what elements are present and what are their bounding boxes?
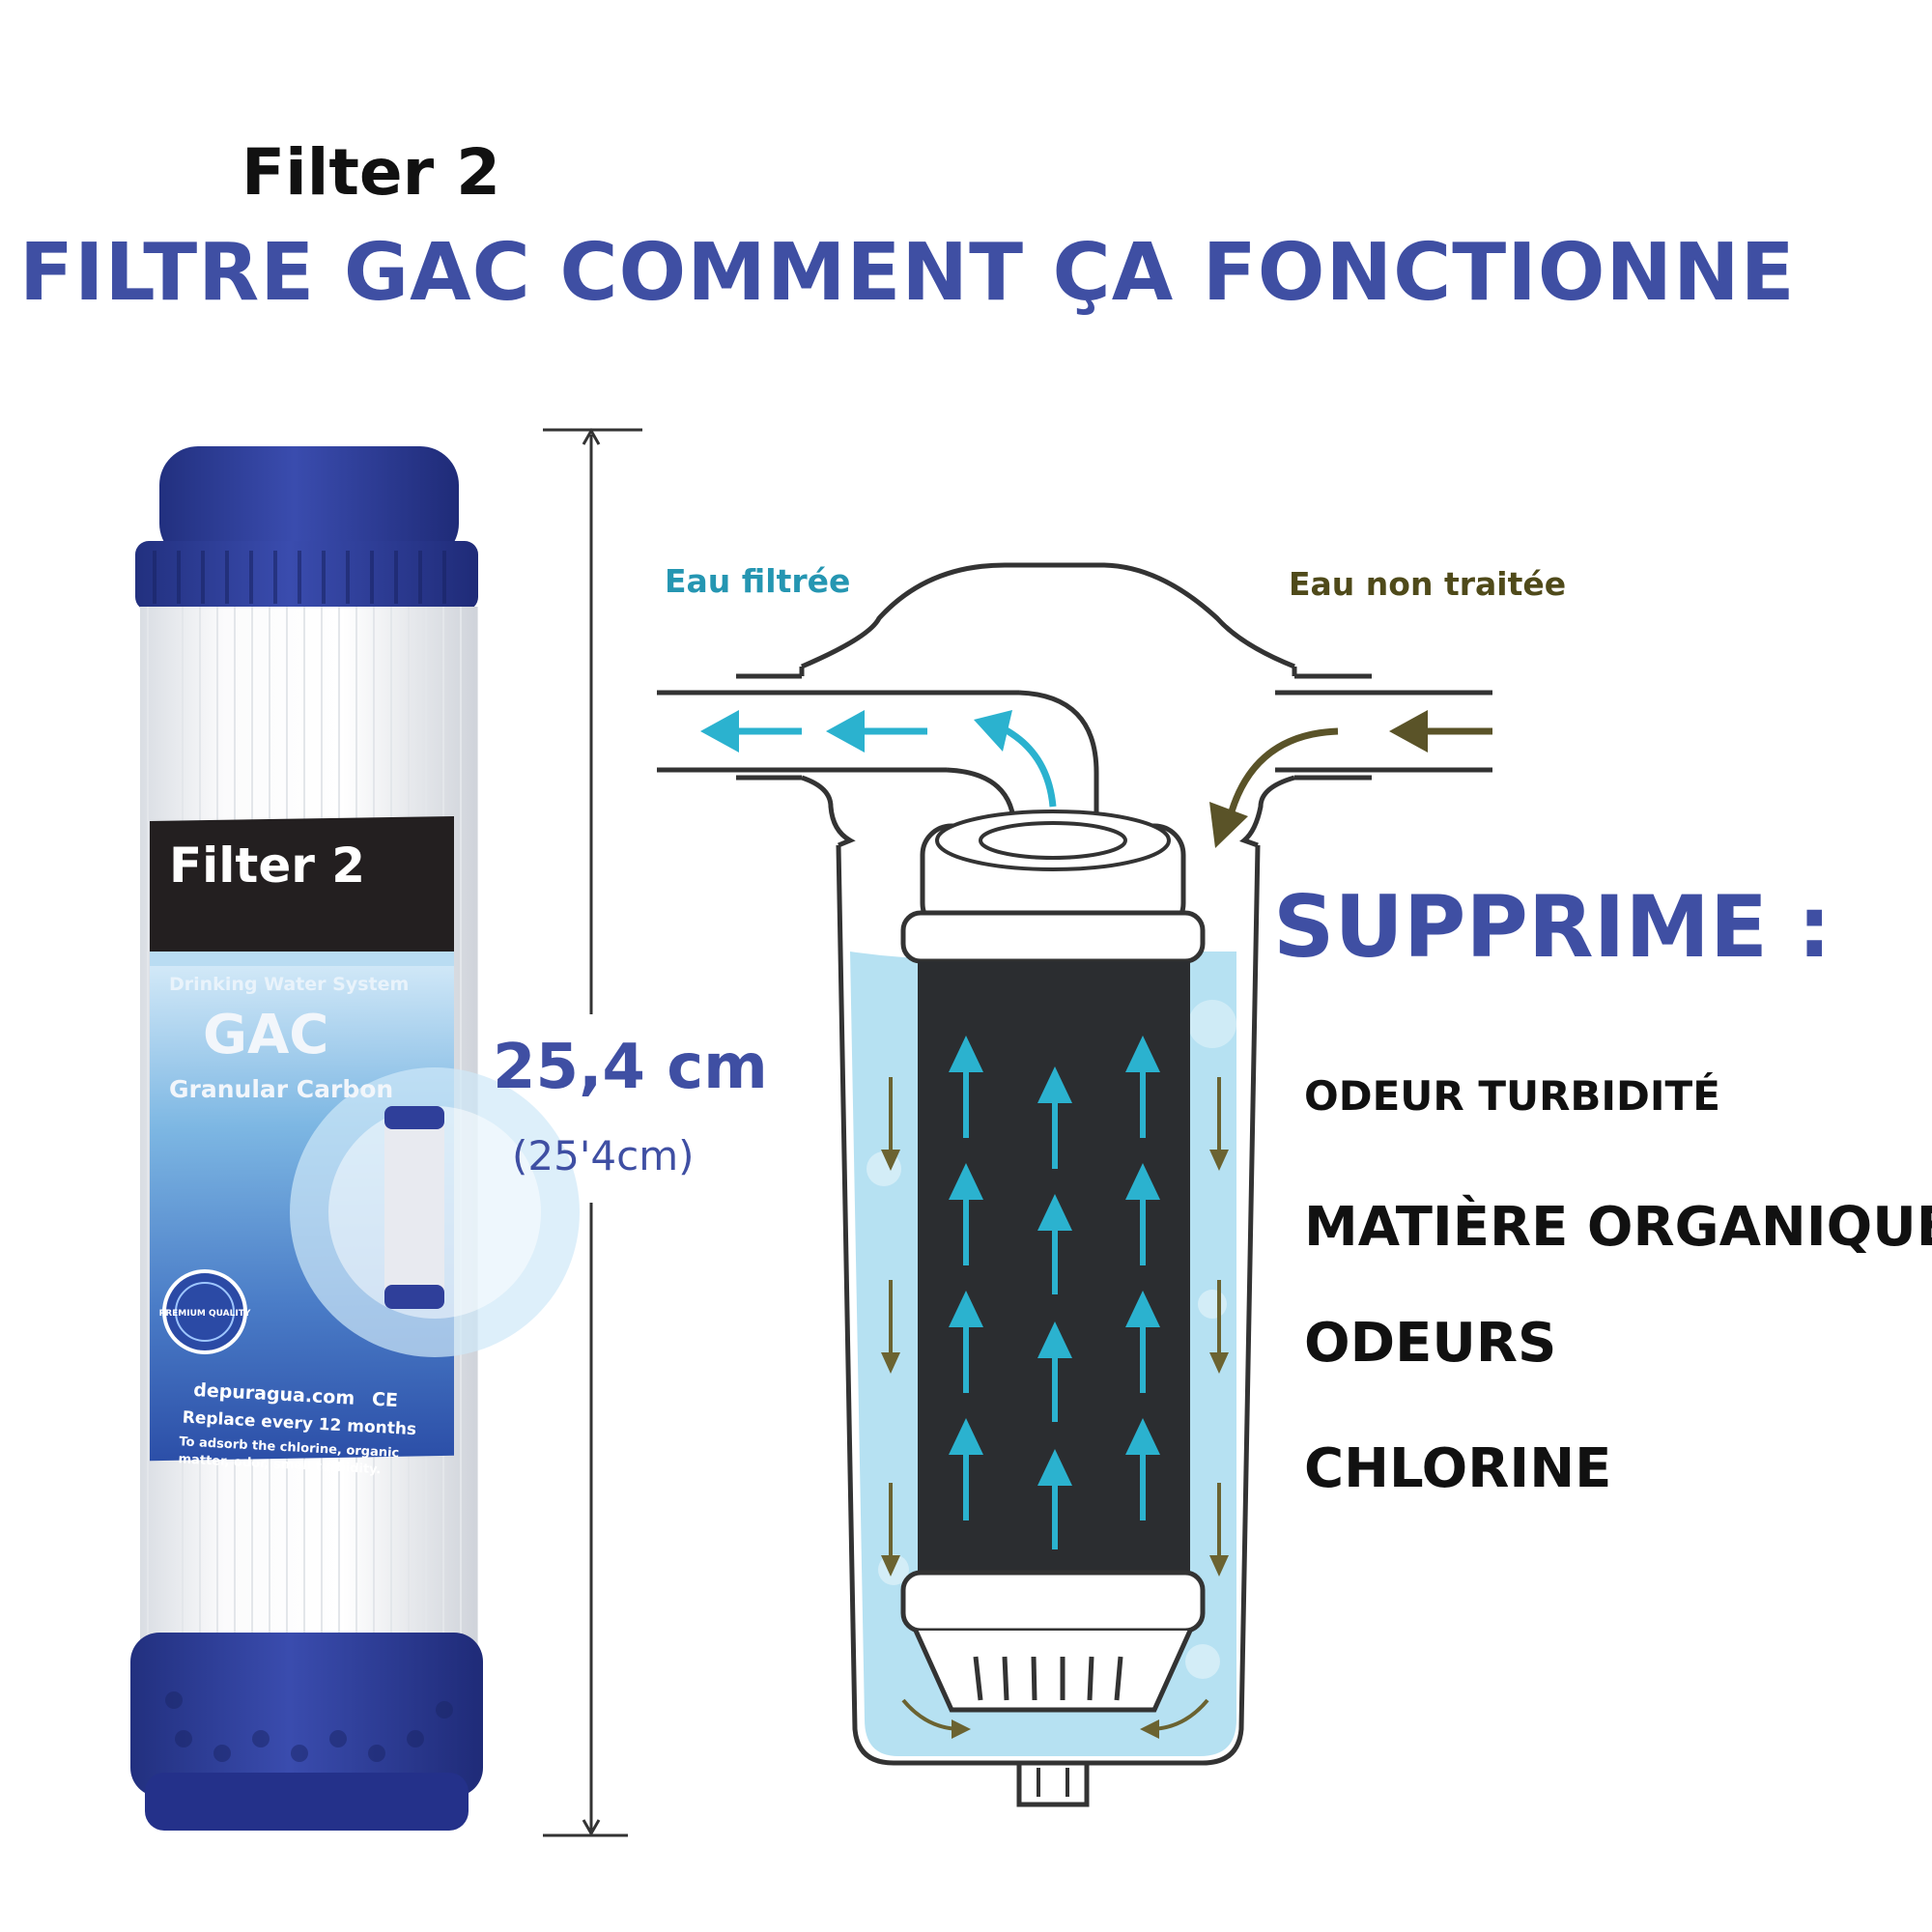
filter-housing-diagram (657, 562, 1492, 1807)
cartridge-label-type: GAC (203, 1004, 328, 1066)
label-untreated-water: Eau non traitée (1289, 565, 1567, 603)
dimension-line (543, 427, 642, 1837)
header-subtitle: Filter 2 (242, 135, 501, 210)
cartridge-label-system: Drinking Water System (169, 974, 409, 995)
cartridge-length-alt: (25'4cm) (512, 1132, 695, 1179)
cartridge-length: 25,4 cm (493, 1032, 768, 1103)
side-down-arrows (881, 1077, 1229, 1739)
removes-heading: SUPPRIME : (1273, 877, 1832, 977)
cartridge-label-name: Filter 2 (169, 838, 365, 894)
removes-item: ODEURS (1304, 1312, 1557, 1375)
premium-badge: PREMIUM QUALITY (159, 1309, 251, 1319)
cartridge-label-type-full: Granular Carbon (169, 1075, 393, 1103)
removes-item: MATIÈRE ORGANIQUE (1304, 1196, 1932, 1259)
ce-mark: CE (371, 1389, 398, 1411)
filtered-flow-arrows (700, 710, 1057, 808)
removes-item: ODEUR TURBIDITÉ (1304, 1072, 1720, 1120)
page-title: FILTRE GAC COMMENT ÇA FONCTIONNE (19, 227, 1796, 319)
cartridge-label (150, 816, 580, 1462)
gac-cartridge (130, 446, 580, 1831)
core-up-arrows (949, 1036, 1160, 1549)
untreated-flow-arrows (1209, 710, 1492, 848)
label-filtered-water: Eau filtrée (665, 562, 851, 600)
removes-item: CHLORINE (1304, 1437, 1612, 1500)
